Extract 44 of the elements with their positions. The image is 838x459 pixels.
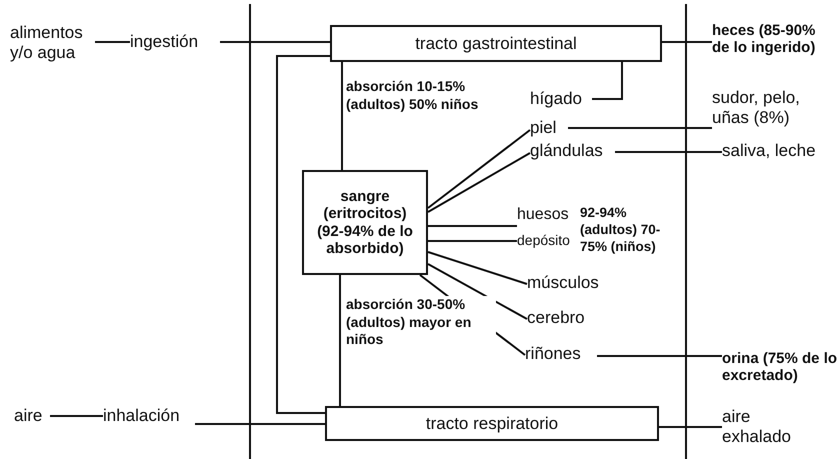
- node-text: orina (75% de lo excretado): [722, 350, 838, 384]
- node-text: depósito: [517, 232, 570, 249]
- node-text: aire exhalado: [722, 407, 792, 447]
- connector-line: [568, 127, 712, 129]
- node-text: músculos: [527, 273, 599, 293]
- node-text: tracto respiratorio: [426, 414, 558, 434]
- connector-line: [276, 55, 330, 414]
- node-text: cerebro: [527, 308, 585, 328]
- node-text: riñones: [525, 344, 581, 364]
- connector-line: [50, 415, 103, 417]
- percentage-note: 92-94% (adultos) 70-75% (niños): [580, 205, 662, 256]
- connector-line: [195, 423, 325, 425]
- node-text: huesos: [517, 206, 569, 224]
- node-text: (92-94% de lo absorbido): [316, 222, 414, 257]
- node-text: hígado: [530, 89, 582, 109]
- connector-line: [428, 251, 528, 285]
- node-text: heces (85-90% de lo ingerido): [712, 22, 816, 56]
- connector-line: [597, 355, 722, 357]
- node-text: saliva, leche: [722, 141, 816, 161]
- connector-line: [427, 129, 531, 209]
- connector-line: [428, 263, 528, 320]
- connector-line: [220, 41, 330, 43]
- connector-line: [428, 225, 517, 227]
- node-text: tracto gastrointestinal: [415, 34, 577, 54]
- process-box: [330, 25, 662, 62]
- node-text: aire: [14, 406, 42, 426]
- process-box: [325, 406, 659, 441]
- connector-line: [339, 275, 341, 406]
- connector-line: [615, 151, 722, 153]
- node-text: ingestión: [130, 32, 198, 52]
- node-text: sudor, pelo, uñas (8%): [712, 88, 801, 128]
- node-text: piel: [530, 118, 556, 138]
- node-text: glándulas: [530, 141, 603, 161]
- connector-line: [428, 152, 530, 213]
- node-text: alimentos y/o agua: [10, 23, 84, 63]
- process-box: [302, 170, 428, 275]
- connector-line: [428, 240, 517, 242]
- connector-line: [592, 62, 623, 100]
- connector-line: [95, 41, 130, 43]
- connector-line: [662, 41, 712, 43]
- connector-line: [659, 426, 722, 428]
- node-text: sangre (eritrocitos): [322, 188, 408, 222]
- connector-line: [341, 62, 343, 170]
- node-text: inhalación: [103, 406, 180, 426]
